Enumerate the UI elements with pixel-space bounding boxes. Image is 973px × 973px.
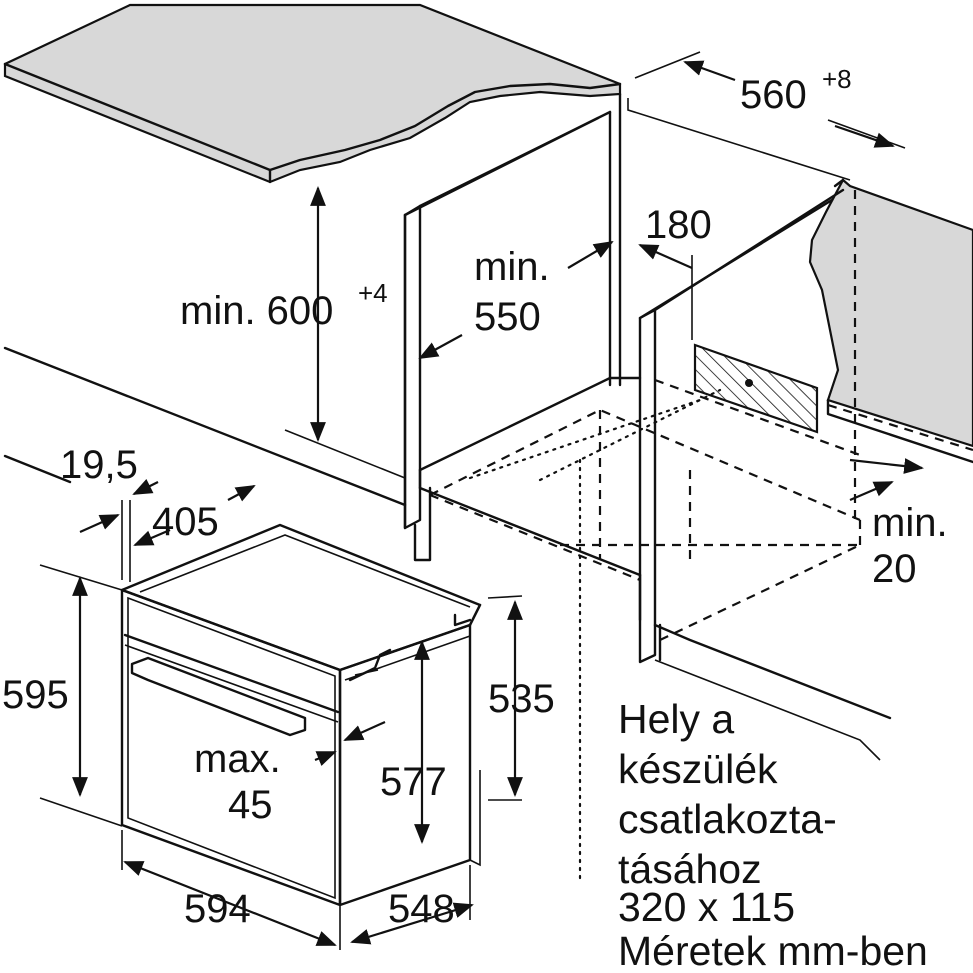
front-offset-label: 19,5: [60, 443, 138, 487]
worktop: [3, 3, 622, 184]
niche-depth-min-label: min.: [474, 245, 550, 289]
oven-depth-label: 548: [388, 887, 455, 931]
niche-height-tolerance: +4: [358, 278, 388, 308]
niche-cabinet: [3, 92, 892, 761]
handle-value: 45: [228, 783, 273, 827]
oven-appliance: [120, 523, 482, 907]
handle-max-label: max.: [194, 737, 281, 781]
niche-width-tolerance: +8: [822, 64, 852, 94]
note-line-1: Hely a: [618, 696, 734, 742]
worktop-right: [808, 178, 973, 464]
connection-note: Hely a készülék csatlakozta- tásához 320…: [618, 696, 928, 973]
oven-height-label: 595: [2, 673, 69, 717]
oven-width-label: 594: [184, 887, 251, 931]
vent-opening-label: 180: [645, 203, 712, 247]
niche-height-label: min. 600: [180, 289, 333, 333]
gap-min-label: min.: [872, 501, 948, 545]
body-height-label: 577: [380, 760, 447, 804]
note-line-6: Méretek mm-ben: [618, 928, 928, 973]
niche-width-label: 560: [740, 73, 807, 117]
note-line-3: csatlakozta-: [618, 796, 837, 842]
niche-depth-value: 550: [474, 295, 541, 339]
body-height-rear-label: 535: [488, 677, 555, 721]
note-line-2: készülék: [618, 746, 778, 792]
gap-value: 20: [872, 547, 917, 591]
dimension-labels: 560 +8 min. 600 +4 min. 550 180 min. 20 …: [2, 64, 948, 931]
note-line-4: tásához: [618, 846, 762, 892]
connection-area: [693, 343, 819, 434]
front-depth-label: 405: [152, 500, 219, 544]
dimension-lines: [39, 51, 924, 950]
connection-dotted: [468, 388, 722, 882]
note-line-5: 320 x 115: [618, 884, 795, 930]
